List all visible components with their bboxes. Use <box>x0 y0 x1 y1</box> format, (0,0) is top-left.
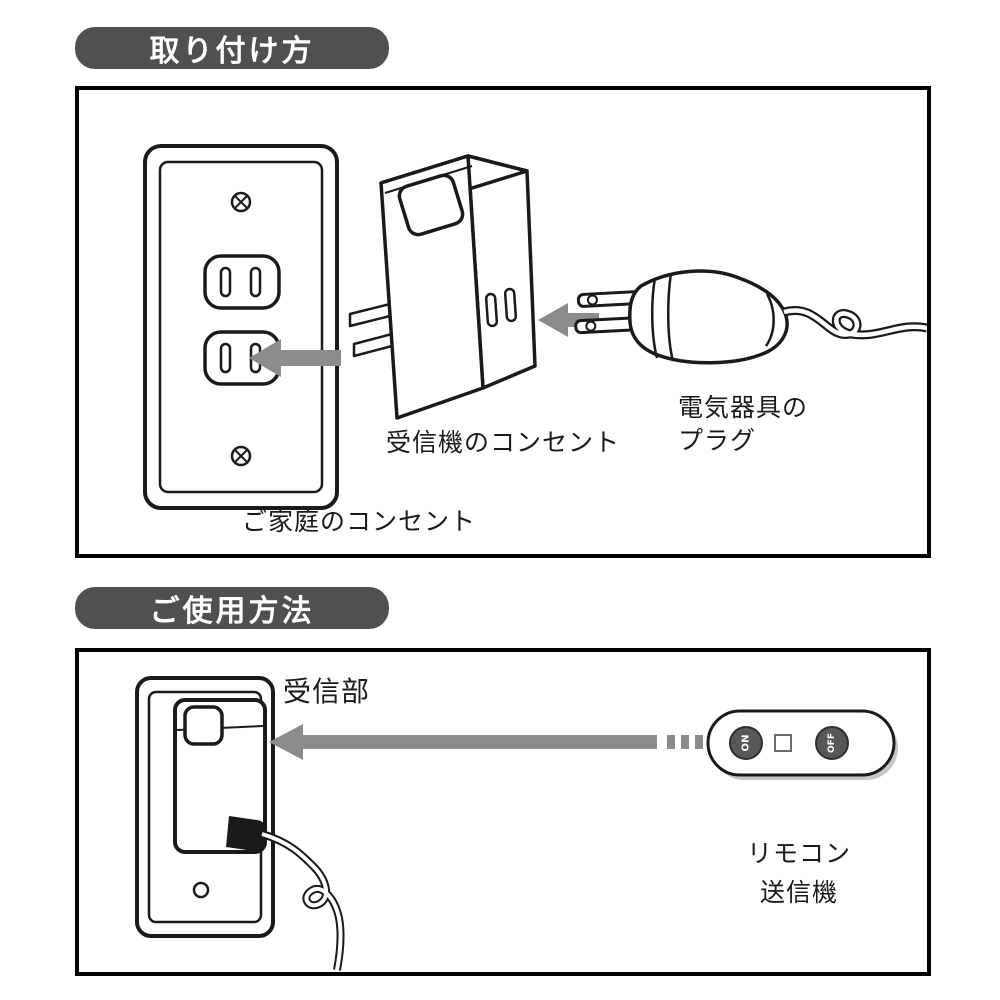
usage-illustration: ON OFF <box>135 676 898 971</box>
signal-dashes-icon <box>667 735 703 749</box>
appliance-cord-illustration <box>782 306 927 340</box>
usage-section-header: ご使用方法 <box>75 587 389 629</box>
signal-arrow-icon <box>269 724 657 760</box>
remote-label-line1: リモコン <box>746 839 851 868</box>
plug-blade-icon <box>348 302 392 328</box>
usage-section-title: ご使用方法 <box>149 594 315 629</box>
outlet-bottom <box>203 330 281 386</box>
install-diagram-panel: 受信機のコンセント 電気器具の プラグ ご家庭のコンセント <box>75 86 931 558</box>
receiver-socket-slot <box>484 292 499 328</box>
usage-receiver-illustration <box>173 698 267 854</box>
receiver-button <box>183 705 224 746</box>
remote-off-label: OFF <box>827 733 837 753</box>
household-outlet-label: ご家庭のコンセント <box>242 507 477 536</box>
receiver-button <box>397 173 465 237</box>
insert-arrow-icon <box>249 339 341 377</box>
usage-cord-illustration <box>260 830 345 971</box>
screw-top-icon <box>230 191 252 213</box>
screw-bottom-icon <box>230 445 252 467</box>
install-illustration <box>143 144 927 510</box>
install-section-header: 取り付け方 <box>75 27 389 69</box>
appliance-plug-illustration <box>574 269 789 365</box>
remote-off-button <box>815 726 849 760</box>
receiver-socket-slot <box>503 287 518 323</box>
receiver-device-illustration <box>348 154 537 420</box>
usage-plug-illustration <box>226 816 266 852</box>
remote-indicator <box>774 734 792 752</box>
insert-arrow-icon <box>538 303 599 337</box>
receiver-outlet-label: 受信機のコンセント <box>386 428 621 457</box>
remote-on-button <box>729 726 763 760</box>
receiver-part-label: 受信部 <box>283 675 371 708</box>
appliance-plug-label-line1: 電気器具の <box>678 393 809 422</box>
wall-plate-illustration <box>143 144 339 510</box>
appliance-plug-label-line2: プラグ <box>678 426 757 455</box>
outlet-top <box>203 254 281 310</box>
remote-label-line2: 送信機 <box>759 878 838 907</box>
screw-icon <box>192 881 210 899</box>
plug-blade-icon <box>352 332 394 358</box>
usage-diagram-panel: ON OFF 受信部 リモコン 送信機 <box>75 648 931 976</box>
install-section-title: 取り付け方 <box>149 34 315 69</box>
remote-transmitter-label: リモコン 送信機 <box>699 834 899 912</box>
remote-on-label: ON <box>741 735 752 752</box>
remote-illustration: ON OFF <box>706 709 898 780</box>
